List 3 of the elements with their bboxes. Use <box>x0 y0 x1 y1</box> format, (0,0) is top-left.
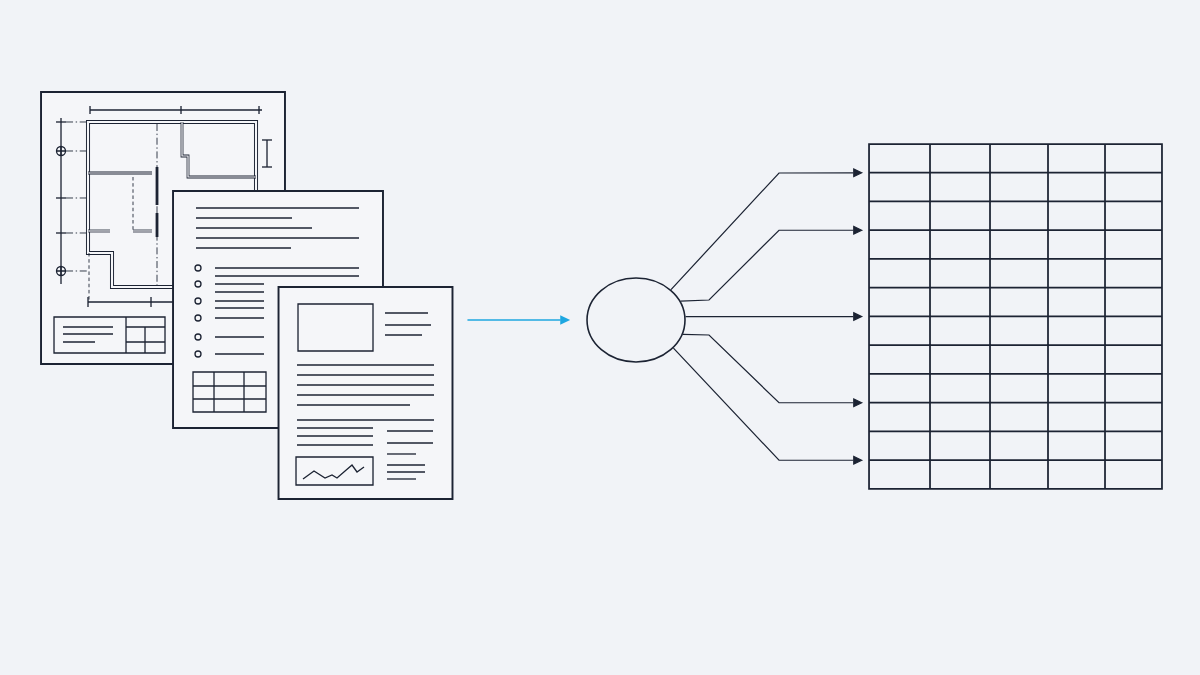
circle <box>586 277 686 363</box>
report-drawing <box>277 286 454 500</box>
table-grid <box>868 143 1163 490</box>
